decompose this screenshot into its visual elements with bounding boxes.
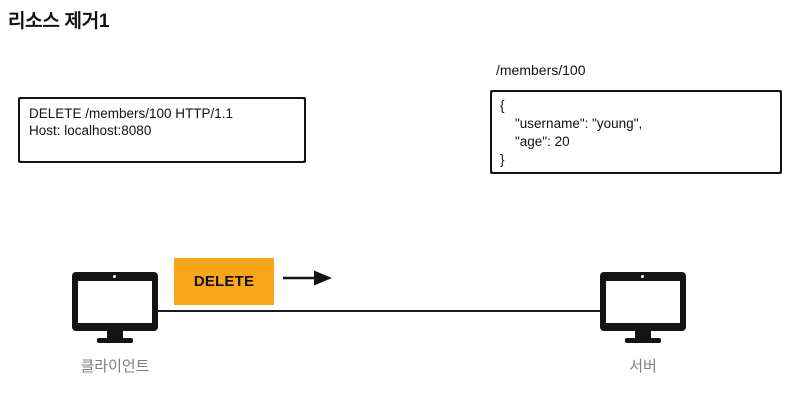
monitor-screen <box>606 281 680 323</box>
resource-path-label: /members/100 <box>496 62 586 78</box>
http-method-badge: DELETE <box>174 258 274 305</box>
http-request-box: DELETE /members/100 HTTP/1.1 Host: local… <box>18 97 306 163</box>
monitor-bezel <box>600 272 686 331</box>
monitor-screen <box>78 281 152 323</box>
http-method-label: DELETE <box>193 273 255 290</box>
client-label: 클라이언트 <box>80 358 150 375</box>
monitor-stand-base <box>625 338 661 343</box>
client-monitor-icon <box>72 272 158 344</box>
resource-json-text: { "username": "young", "age": 20 } <box>500 98 643 167</box>
resource-json-box: { "username": "young", "age": 20 } <box>490 90 782 174</box>
monitor-camera-dot <box>113 275 116 278</box>
page-title: 리소스 제거1 <box>8 11 110 32</box>
network-connection-line <box>140 310 610 312</box>
request-direction-arrow-icon <box>283 270 332 286</box>
monitor-stand-base <box>97 338 133 343</box>
monitor-bezel <box>72 272 158 331</box>
server-label: 서버 <box>629 358 657 375</box>
monitor-stand-neck <box>635 331 651 339</box>
monitor-camera-dot <box>641 275 644 278</box>
server-monitor-icon <box>600 272 686 344</box>
monitor-stand-neck <box>107 331 123 339</box>
http-request-text: DELETE /members/100 HTTP/1.1 Host: local… <box>29 106 234 138</box>
